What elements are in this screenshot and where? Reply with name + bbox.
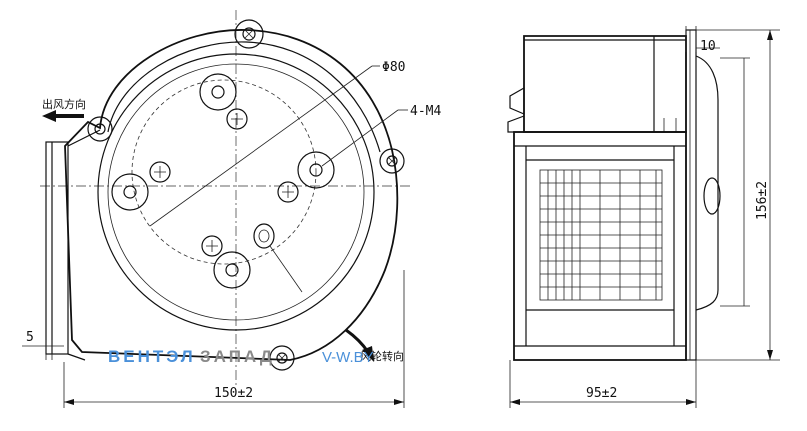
mounting-ear-bottom <box>269 345 295 371</box>
screw-3 <box>277 181 299 203</box>
watermark-part1: ВЕНТЭЛ <box>108 347 196 366</box>
rotation-arrow-icon <box>345 328 374 362</box>
housing-outline <box>64 29 399 361</box>
housing-side <box>513 131 687 361</box>
screw-1 <box>226 108 248 130</box>
diameter-label: Φ80 <box>382 60 405 75</box>
outlet-direction-label: 出风方向 <box>42 97 86 111</box>
wire-grommet <box>253 223 275 249</box>
watermark-suffix: V-W.BY <box>322 349 374 366</box>
motor-hole-right <box>297 151 335 189</box>
front-view: Φ80 4-M4 出风方向 5 风轮转向 150±2 <box>22 10 441 408</box>
depth-dimension-label: 95±2 <box>586 386 617 401</box>
edge-dimension-label: 10 <box>700 39 716 54</box>
screw-2 <box>149 161 171 183</box>
outlet-arrow-icon <box>42 110 84 122</box>
rotation-direction-label: 风轮转向 <box>360 349 404 363</box>
motor-hole-left <box>111 173 149 211</box>
screw-4 <box>201 235 223 257</box>
mounting-ear-top <box>234 19 264 49</box>
width-dimension-label: 150±2 <box>214 386 253 401</box>
bolt-circle <box>131 79 317 265</box>
mounting-ear-right <box>379 148 405 174</box>
impeller-blades <box>539 169 663 301</box>
watermark: ВЕНТЭЛ ЗАПАД V-W.BY <box>108 347 374 366</box>
motor-hole-bottom <box>213 251 251 289</box>
side-view: 10 156±2 95±2 <box>507 26 780 408</box>
holes-label: 4-M4 <box>410 104 441 119</box>
height-dimension-label: 156±2 <box>755 181 770 220</box>
motor-body <box>523 35 687 133</box>
watermark-part2: ЗАПАД <box>200 347 275 366</box>
flange-dimension-label: 5 <box>26 330 34 345</box>
motor-hole-top <box>199 73 237 111</box>
mounting-ear-left <box>87 116 113 142</box>
